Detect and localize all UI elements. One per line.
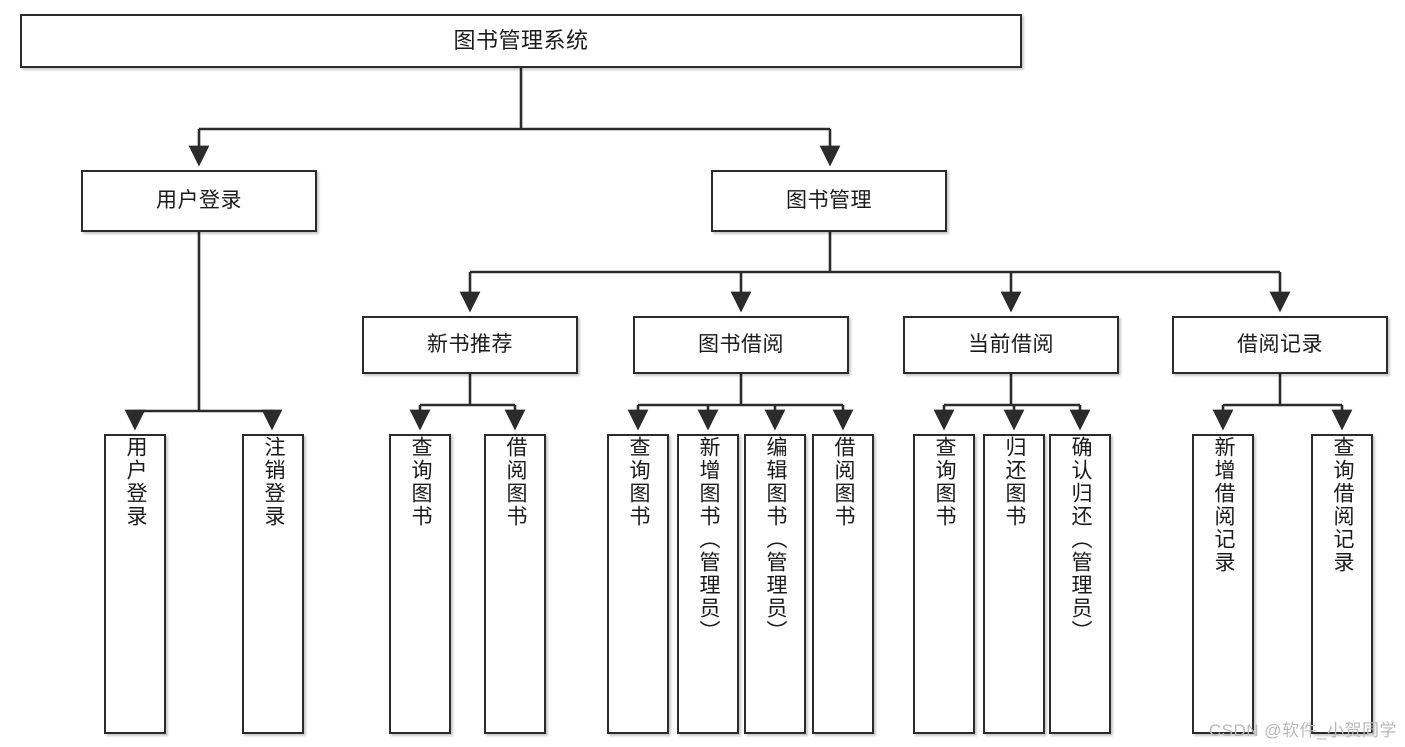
node-new-book-recommend-label: 新书推荐 [427, 332, 513, 356]
node-leaf-user-login[interactable]: 用户登录 [104, 434, 166, 734]
node-leaf-logout-label: 注销登录 [262, 436, 286, 528]
node-leaf-logout[interactable]: 注销登录 [242, 434, 304, 734]
node-leaf-query-book-2-label: 查询图书 [627, 436, 651, 528]
node-book-borrow-label: 图书借阅 [698, 332, 784, 356]
node-leaf-edit-book-label: 编辑图书（管理员） [764, 436, 788, 643]
node-book-borrow[interactable]: 图书借阅 [633, 316, 849, 374]
node-current-borrow-label: 当前借阅 [968, 332, 1054, 356]
node-leaf-query-book-1[interactable]: 查询图书 [389, 434, 451, 734]
node-leaf-add-record-label: 新增借阅记录 [1212, 436, 1236, 574]
node-current-borrow[interactable]: 当前借阅 [903, 316, 1119, 374]
node-leaf-query-record[interactable]: 查询借阅记录 [1311, 434, 1373, 734]
node-leaf-query-book-3[interactable]: 查询图书 [913, 434, 975, 734]
node-borrow-record[interactable]: 借阅记录 [1172, 316, 1388, 374]
node-leaf-borrow-book-1[interactable]: 借阅图书 [484, 434, 546, 734]
node-leaf-add-record[interactable]: 新增借阅记录 [1192, 434, 1254, 734]
node-book-manage[interactable]: 图书管理 [711, 170, 947, 232]
node-leaf-query-record-label: 查询借阅记录 [1331, 436, 1355, 574]
node-borrow-record-label: 借阅记录 [1237, 332, 1323, 356]
node-leaf-borrow-book-2-label: 借阅图书 [832, 436, 856, 528]
node-user-login[interactable]: 用户登录 [81, 170, 317, 232]
node-leaf-return-book-label: 归还图书 [1003, 436, 1027, 528]
node-leaf-confirm-return[interactable]: 确认归还（管理员） [1049, 434, 1111, 734]
node-book-manage-label: 图书管理 [786, 188, 872, 212]
node-leaf-user-login-label: 用户登录 [124, 436, 148, 528]
node-leaf-borrow-book-1-label: 借阅图书 [504, 436, 528, 528]
node-leaf-edit-book[interactable]: 编辑图书（管理员） [744, 434, 806, 734]
node-leaf-add-book[interactable]: 新增图书（管理员） [677, 434, 739, 734]
node-user-login-label: 用户登录 [156, 188, 242, 212]
watermark-text: CSDN @软件_小贺同学 [1208, 721, 1397, 740]
node-leaf-query-book-1-label: 查询图书 [409, 436, 433, 528]
node-root-label: 图书管理系统 [453, 28, 589, 54]
node-leaf-query-book-3-label: 查询图书 [933, 436, 957, 528]
node-leaf-confirm-return-label: 确认归还（管理员） [1069, 436, 1093, 643]
node-leaf-add-book-label: 新增图书（管理员） [697, 436, 721, 643]
node-new-book-recommend[interactable]: 新书推荐 [362, 316, 578, 374]
node-leaf-borrow-book-2[interactable]: 借阅图书 [812, 434, 874, 734]
node-leaf-return-book[interactable]: 归还图书 [983, 434, 1045, 734]
node-root[interactable]: 图书管理系统 [20, 14, 1022, 68]
node-leaf-query-book-2[interactable]: 查询图书 [607, 434, 669, 734]
